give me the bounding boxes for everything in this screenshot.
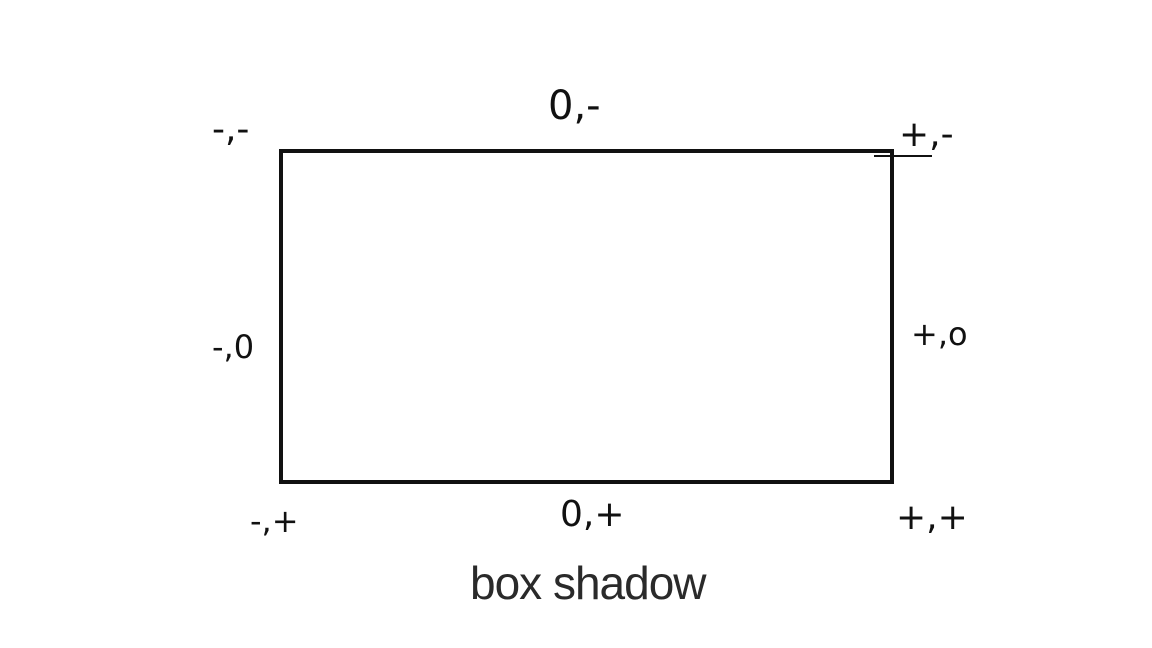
diagram-caption: box shadow	[470, 557, 706, 609]
label-middle-left: -,0	[212, 328, 255, 366]
label-bottom-center: 0,+	[560, 494, 625, 535]
label-top-center: 0,-	[548, 83, 601, 129]
label-bottom-left: -,+	[250, 502, 299, 540]
rectangle-box	[279, 149, 894, 484]
label-bottom-right: +,+	[896, 497, 968, 538]
label-middle-right: +,o	[911, 315, 968, 353]
top-right-tick-line	[874, 155, 932, 157]
label-top-left: -,-	[212, 109, 250, 150]
label-top-right: +,-	[899, 114, 954, 155]
